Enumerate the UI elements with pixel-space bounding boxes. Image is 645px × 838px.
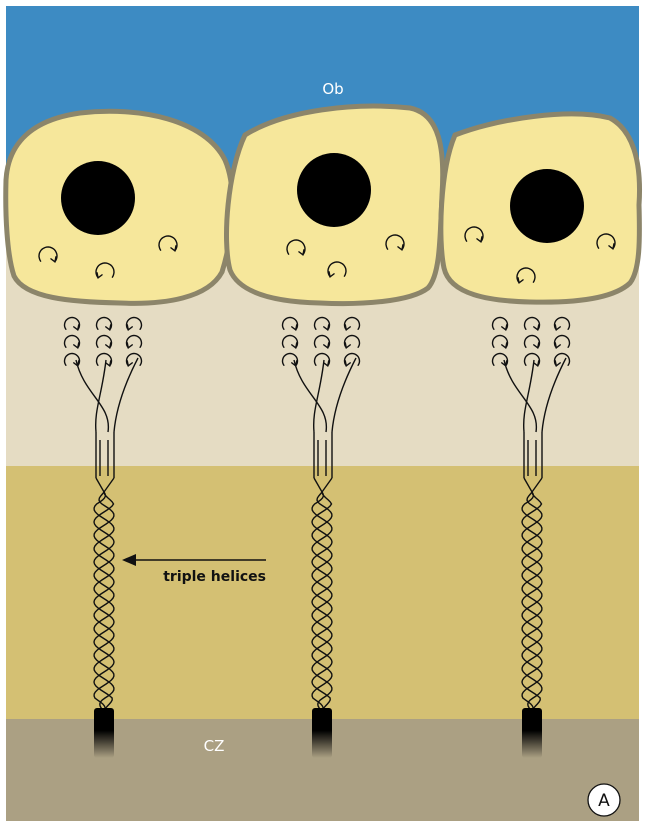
anchor-stub [522, 708, 542, 758]
triple-helices-label: triple helices [163, 569, 266, 585]
nucleus [61, 161, 135, 235]
cz-label: CZ [204, 737, 225, 755]
panel-letter: A [598, 791, 610, 811]
nucleus [510, 169, 584, 243]
anchor-stub [312, 708, 332, 758]
anchor-stub [94, 708, 114, 758]
nucleus [297, 153, 371, 227]
ob-label: Ob [322, 80, 343, 98]
panel-marker: A [588, 784, 620, 816]
